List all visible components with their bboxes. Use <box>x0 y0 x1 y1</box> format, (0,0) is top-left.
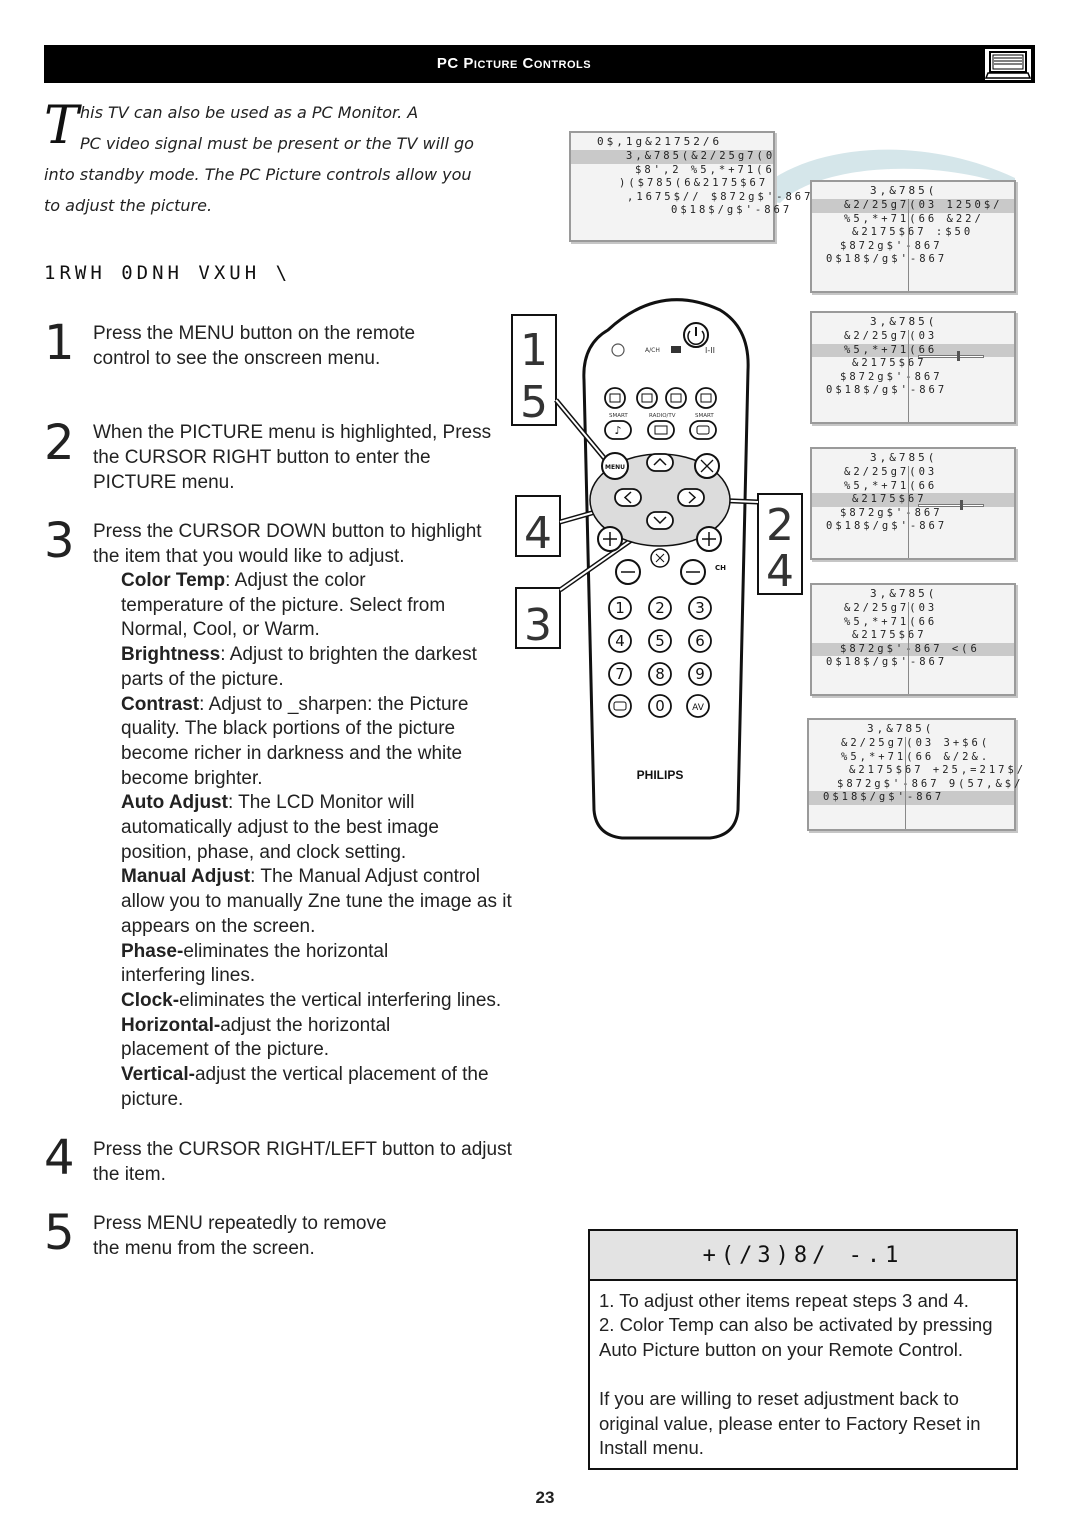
svg-text:RADIO/TV: RADIO/TV <box>649 413 676 419</box>
step-number: 1 <box>44 315 75 371</box>
svg-text:AV: AV <box>692 703 705 713</box>
intro-dropcap: T <box>44 96 79 156</box>
svg-text:5: 5 <box>520 377 548 428</box>
navigation-cluster: MENU <box>589 452 731 547</box>
osd-picture-menu-4: 3,&785( &2/25g7(03 %5,*+71(66 &2175$67 $… <box>810 583 1016 696</box>
step-number: 3 <box>44 513 75 569</box>
svg-text:SMART: SMART <box>609 413 628 419</box>
step-2-text: When the PICTURE menu is highlighted, Pr… <box>93 422 492 493</box>
item-color-temp: Color Temp: Adjust the color temperature… <box>121 570 512 1110</box>
step-3-text: Press the CURSOR DOWN button to highligh… <box>93 521 482 567</box>
slider-bar <box>918 355 984 358</box>
svg-text:4: 4 <box>524 508 552 559</box>
menu-transition-graphic <box>750 149 1015 203</box>
svg-text:2: 2 <box>655 599 665 617</box>
smart-buttons-row: SMART RADIO/TV SMART <box>604 387 717 419</box>
help-heading: +(/3)8/ -.1 <box>590 1231 1016 1281</box>
osd-row: ,1675$// $872g$'-867 <box>627 190 814 203</box>
osd-head: 0$,1g&21752/6 <box>597 135 723 148</box>
osd-main-menu: 0$,1g&21752/6 3,&785(&2/25g7(0 $8',2 %5,… <box>569 131 814 242</box>
svg-text:SMART: SMART <box>695 413 714 419</box>
note-heading: 1RWH 0DNH VXUH \ <box>44 262 292 284</box>
help-line: Auto Picture button on your Remote Contr… <box>599 1339 964 1360</box>
callout-4: 4 <box>515 495 561 559</box>
osd-picture-menu-1: 3,&785( &2/25g7(03 1250$/ %5,*+71(66 &22… <box>810 180 1016 293</box>
callout-3: 3 <box>515 587 561 651</box>
svg-text:A/CH: A/CH <box>645 347 660 354</box>
intro-line: to adjust the picture. <box>44 196 213 215</box>
callout-2-4: 2 4 <box>757 493 803 597</box>
section-header-bar <box>44 45 1035 83</box>
osd-row: 0$18$/g$'-867 <box>671 204 793 216</box>
section-title: PC Picture Controls <box>436 55 592 72</box>
remote-control-illustration: 1 5 4 3 2 4 A/CH I-II <box>511 298 803 840</box>
help-line: original value, please enter to Factory … <box>599 1413 981 1434</box>
brand-logo: PHILIPS <box>637 768 684 782</box>
step-4-text: Press the CURSOR RIGHT/LEFT button to ad… <box>93 1139 512 1185</box>
step-number: 4 <box>44 1130 75 1186</box>
svg-text:CH: CH <box>715 564 726 572</box>
help-box <box>588 1229 1018 1470</box>
svg-text:0: 0 <box>655 697 665 715</box>
svg-text:7: 7 <box>615 665 625 683</box>
svg-text:4: 4 <box>766 546 794 597</box>
step-number: 2 <box>44 415 75 471</box>
slider-handle <box>957 351 960 361</box>
svg-text:MENU: MENU <box>605 464 625 471</box>
osd-row: $8',2 %5,*+71(6 <box>635 163 775 176</box>
step-1-text: Press the MENU button on the remote cont… <box>93 323 416 369</box>
intro-line: his TV can also be used as a PC Monitor.… <box>80 103 419 122</box>
page-number: 23 <box>535 1488 555 1507</box>
step-5-text: Press MENU repeatedly to remove the menu… <box>93 1213 387 1259</box>
osd-picture-menu-3: 3,&785( &2/25g7(03 %5,*+71(66 &2175$67 $… <box>810 447 1016 560</box>
help-line: If you are willing to reset adjustment b… <box>599 1388 959 1409</box>
number-pad: 1 2 3 4 5 6 7 8 9 0 AV <box>608 596 712 718</box>
help-line: Install menu. <box>599 1437 704 1458</box>
svg-text:5: 5 <box>655 632 665 650</box>
osd-picture-menu-2: 3,&785( &2/25g7(03 %5,*+71(66 &2175$67 $… <box>810 311 1016 424</box>
svg-text:1: 1 <box>615 599 625 617</box>
svg-text:2: 2 <box>766 500 794 551</box>
intro-line: PC video signal must be present or the T… <box>80 134 474 153</box>
osd-row: 3,&785(&2/25g7(0 <box>571 150 773 164</box>
slider-handle <box>960 500 963 510</box>
svg-text:I-II: I-II <box>705 346 715 355</box>
svg-text:♪: ♪ <box>614 424 621 437</box>
slider-bar <box>918 504 984 507</box>
svg-text:3: 3 <box>524 600 552 651</box>
osd-picture-menu-5: 3,&785( &2/25g7(03 3+$6( %5,*+71(66 &/2&… <box>807 718 1023 831</box>
svg-text:3: 3 <box>695 599 705 617</box>
svg-text:4: 4 <box>615 632 625 650</box>
svg-text:9: 9 <box>695 665 705 683</box>
mode-buttons-row: ♪ <box>604 420 717 440</box>
svg-text:1: 1 <box>520 325 548 376</box>
help-line: 2. Color Temp can also be activated by p… <box>599 1314 993 1335</box>
svg-text:6: 6 <box>695 632 705 650</box>
svg-text:8: 8 <box>655 665 665 683</box>
volume-channel-buttons: CH <box>597 526 726 585</box>
step-number: 5 <box>44 1205 75 1261</box>
intro-line: into standby mode. The PC Picture contro… <box>44 165 472 184</box>
osd-row: )($785(6&2175$67 <box>619 177 769 189</box>
remote-top-row: A/CH I-II <box>611 322 715 357</box>
callout-1-5: 1 5 <box>511 314 557 428</box>
help-line: 1. To adjust other items repeat steps 3 … <box>599 1290 969 1311</box>
monitor-icon <box>984 48 1032 81</box>
